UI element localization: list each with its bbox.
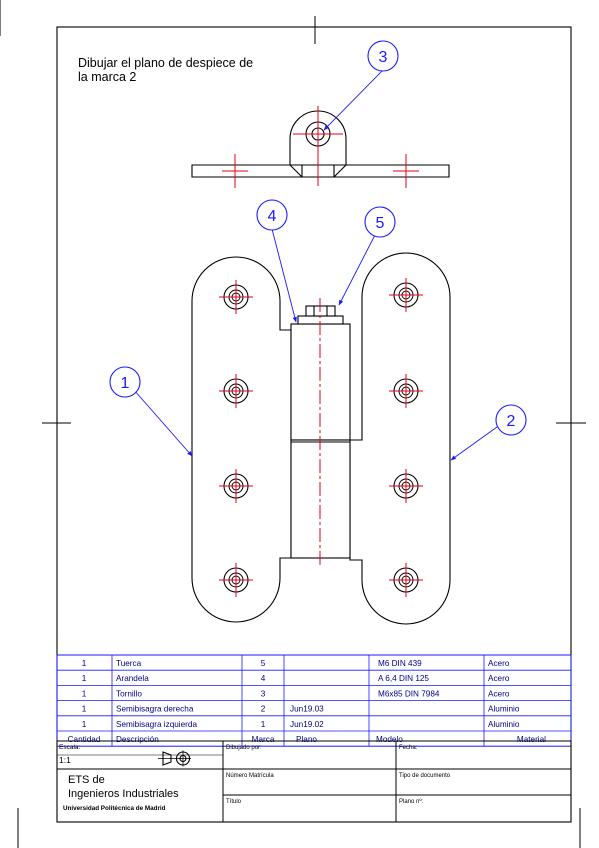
parts-cell-material: Acero bbox=[488, 689, 510, 698]
balloon-label: 1 bbox=[121, 375, 130, 392]
parts-header-modelo: Modelo bbox=[376, 735, 403, 744]
university-name: Universidad Politécnica de Madrid bbox=[63, 805, 166, 812]
left-bolt-hole bbox=[219, 280, 253, 314]
balloon-label: 5 bbox=[376, 215, 385, 232]
balloon-4: 4 bbox=[256, 199, 288, 231]
leader-lines bbox=[133, 69, 498, 461]
parts-cell-marca: 2 bbox=[261, 705, 266, 714]
parts-cell-descripcion: Semibisagra derecha bbox=[116, 705, 194, 714]
parts-cell-cantidad: 1 bbox=[82, 705, 87, 714]
matricula-label: Número Matrícula bbox=[226, 773, 274, 779]
title-block: Escala: 1:1 Dibujado por: Fecha: Número … bbox=[56, 740, 572, 823]
left-bolt-hole bbox=[219, 374, 253, 408]
titulo-label: Título bbox=[226, 799, 242, 805]
instruction-line1: Dibujar el plano de despiece de bbox=[78, 56, 254, 70]
parts-cell-marca: 5 bbox=[261, 659, 266, 668]
escala-value: 1:1 bbox=[59, 755, 71, 765]
parts-cell-cantidad: 1 bbox=[82, 674, 87, 683]
parts-cell-descripcion: Tuerca bbox=[116, 659, 142, 668]
parts-cell-marca: 1 bbox=[261, 720, 266, 729]
left-bolt-hole bbox=[219, 563, 253, 597]
school-line1: ETS de bbox=[68, 774, 105, 786]
parts-cell-cantidad: 1 bbox=[82, 689, 87, 698]
instruction-text: Dibujar el plano de despiece de la marca… bbox=[78, 56, 253, 84]
parts-cell-cantidad: 1 bbox=[82, 720, 87, 729]
right-bolt-hole bbox=[389, 563, 423, 597]
parts-header-marca: Marca bbox=[252, 735, 275, 744]
right-bolt-hole bbox=[389, 469, 423, 503]
parts-cell-modelo: M6 DIN 439 bbox=[378, 659, 422, 668]
parts-cell-descripcion: Tornillo bbox=[116, 689, 142, 698]
parts-cell-modelo: A 6,4 DIN 125 bbox=[378, 674, 429, 683]
balloon-5: 5 bbox=[364, 206, 396, 238]
fecha-label: Fecha: bbox=[399, 745, 418, 751]
parts-cell-plano: Jun19.03 bbox=[290, 705, 324, 714]
balloon-label: 3 bbox=[379, 49, 388, 66]
instruction-line2: la marca 2 bbox=[78, 70, 137, 84]
balloon-group: 1 2 3 4 5 bbox=[109, 40, 527, 436]
parts-cell-descripcion: Semibisagra izquierda bbox=[116, 720, 197, 729]
balloon-3: 3 bbox=[367, 40, 399, 72]
parts-cell-material: Acero bbox=[488, 659, 510, 668]
balloon-2: 2 bbox=[495, 404, 527, 436]
right-leaf bbox=[349, 252, 451, 625]
top-view bbox=[191, 106, 450, 188]
school-line2: Ingenieros Industriales bbox=[68, 788, 179, 800]
parts-cell-descripcion: Arandela bbox=[116, 674, 149, 683]
left-leaf bbox=[191, 256, 292, 623]
right-bolt-hole bbox=[389, 374, 423, 408]
balloon-label: 4 bbox=[268, 208, 277, 225]
parts-header-descripcion: Descripción bbox=[116, 735, 159, 744]
parts-header-cantidad: Cantidad bbox=[68, 735, 101, 744]
dibujado-label: Dibujado por: bbox=[226, 745, 262, 751]
parts-cell-cantidad: 1 bbox=[82, 659, 87, 668]
plano-label: Plano nº: bbox=[399, 798, 424, 805]
parts-cell-material: Acero bbox=[488, 674, 510, 683]
parts-cell-material: Aluminio bbox=[488, 705, 520, 714]
parts-cell-marca: 4 bbox=[261, 674, 266, 683]
left-bolt-hole bbox=[219, 469, 253, 503]
parts-cell-material: Aluminio bbox=[488, 720, 520, 729]
parts-cell-marca: 3 bbox=[261, 689, 266, 698]
right-bolt-hole bbox=[389, 278, 423, 312]
balloon-label: 2 bbox=[507, 413, 516, 430]
balloon-1: 1 bbox=[109, 366, 141, 398]
projection-symbol bbox=[158, 750, 191, 767]
escala-label: Escala: bbox=[59, 744, 81, 751]
parts-cell-modelo: M6x85 DIN 7984 bbox=[378, 689, 440, 698]
parts-cell-plano: Jun19.02 bbox=[290, 720, 324, 729]
parts-header-plano: Plano bbox=[296, 735, 317, 744]
parts-header-material: Material bbox=[517, 735, 546, 744]
tipo-label: Tipo de documento bbox=[399, 773, 451, 779]
